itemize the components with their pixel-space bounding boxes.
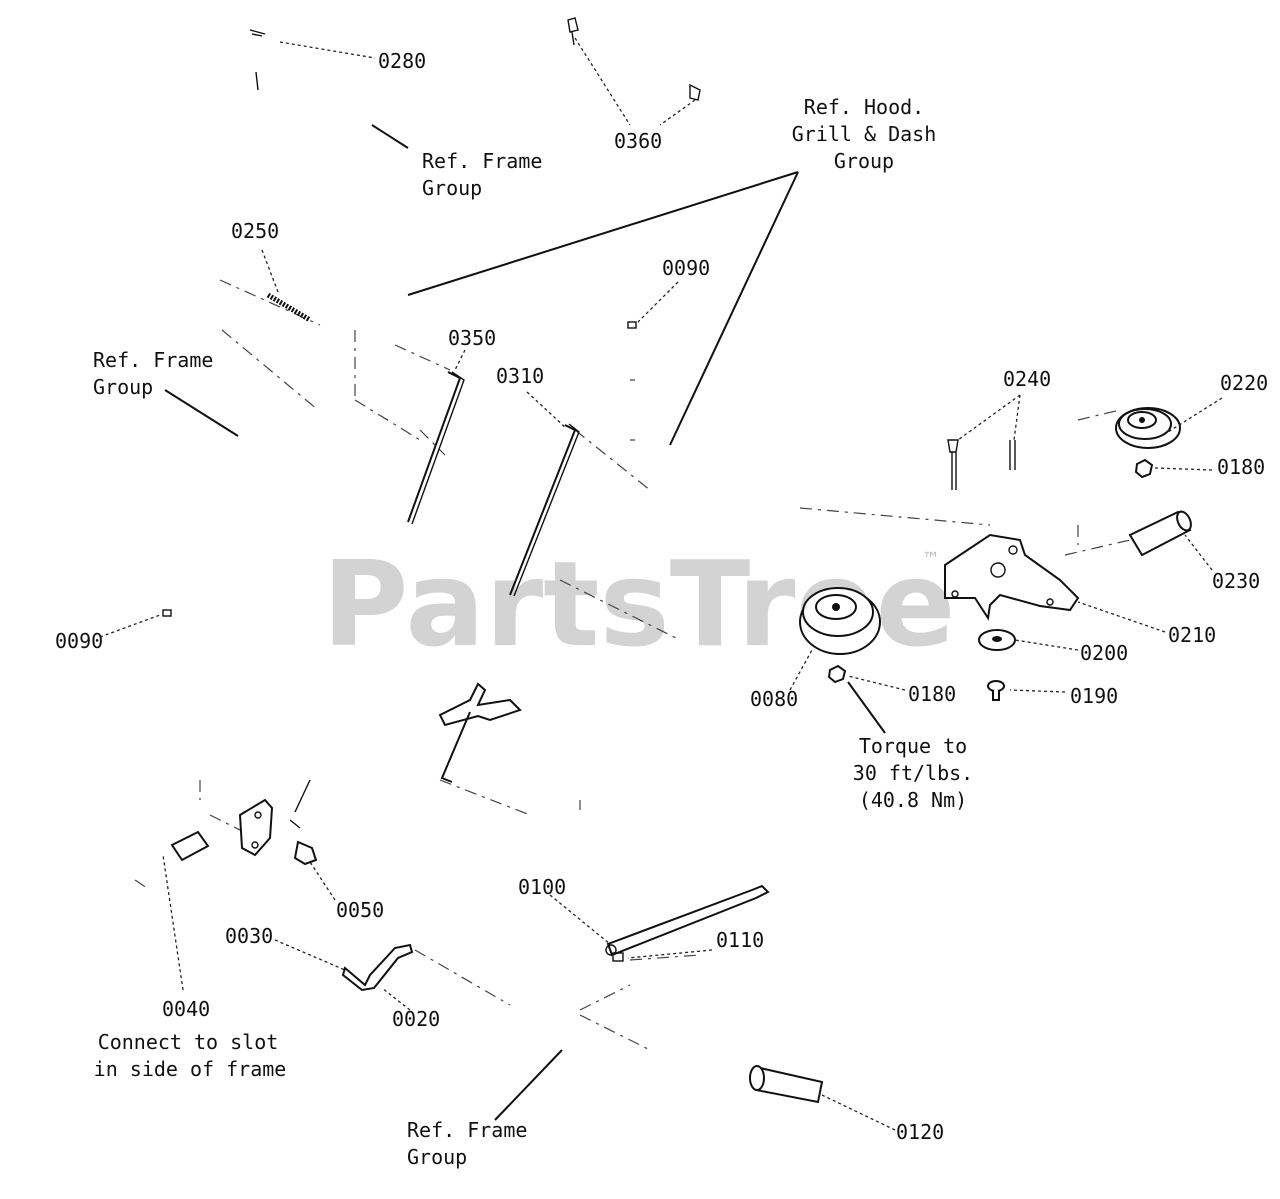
part-labels: 0280 0360 0250 0090 0350 0310 0240 0220 …	[55, 49, 1268, 1144]
part-0280-screw	[249, 29, 266, 91]
part-0110-pin	[612, 952, 624, 962]
svg-text:Ref. Frame: Ref. Frame	[422, 149, 542, 173]
svg-text:Torque to: Torque to	[859, 734, 967, 758]
part-0220-pulley	[1115, 407, 1181, 449]
part-0090-nut-upper	[627, 321, 637, 329]
svg-text:Group: Group	[834, 149, 894, 173]
label-0250: 0250	[231, 219, 279, 243]
label-0050: 0050	[336, 898, 384, 922]
part-0100-rod	[605, 884, 770, 957]
label-0310: 0310	[496, 364, 544, 388]
part-0230-sleeve	[1128, 510, 1192, 557]
svg-text:in side of frame: in side of frame	[94, 1057, 287, 1081]
svg-text:Connect to slot: Connect to slot	[98, 1030, 279, 1054]
label-0200: 0200	[1080, 641, 1128, 665]
label-0080: 0080	[750, 687, 798, 711]
label-0180-lower: 0180	[908, 682, 956, 706]
part-0360-bolts	[567, 17, 701, 101]
part-0190-bolt	[987, 680, 1005, 701]
svg-text:Ref. Hood.: Ref. Hood.	[804, 95, 924, 119]
svg-text:Group: Group	[93, 375, 153, 399]
part-0180-nut-lower	[827, 664, 847, 684]
label-0110: 0110	[716, 928, 764, 952]
part-0240-bolts	[947, 439, 1016, 490]
note-ref-hood: Ref. Hood. Grill & Dash Group	[792, 95, 937, 173]
label-0030: 0030	[225, 924, 273, 948]
note-ref-frame-top: Ref. Frame Group	[422, 149, 542, 200]
part-0250-spring	[266, 292, 312, 323]
svg-text:30 ft/lbs.: 30 ft/lbs.	[853, 761, 973, 785]
label-0280: 0280	[378, 49, 426, 73]
label-0220: 0220	[1220, 371, 1268, 395]
watermark-trademark: ™	[922, 549, 940, 570]
label-0240: 0240	[1003, 367, 1051, 391]
svg-text:Group: Group	[422, 176, 482, 200]
svg-text:Group: Group	[407, 1145, 467, 1169]
part-linkage-center	[438, 682, 522, 783]
leader-lines	[99, 37, 1223, 1131]
label-0090-upper: 0090	[662, 256, 710, 280]
label-0360: 0360	[614, 129, 662, 153]
label-0230: 0230	[1212, 569, 1260, 593]
reference-lines	[164, 124, 886, 1121]
part-0090-nut-lower	[162, 609, 172, 617]
label-0180-upper: 0180	[1217, 455, 1265, 479]
part-0020-crank	[341, 943, 414, 992]
label-0040: 0040	[162, 997, 210, 1021]
note-connect-slot: Connect to slot in side of frame	[94, 1030, 287, 1081]
label-0120: 0120	[896, 1120, 944, 1144]
part-0200-washer	[978, 629, 1016, 651]
label-0090-lower: 0090	[55, 629, 103, 653]
label-0100: 0100	[518, 875, 566, 899]
label-0190: 0190	[1070, 684, 1118, 708]
svg-text:Ref. Frame: Ref. Frame	[407, 1118, 527, 1142]
part-0210-bracket	[944, 533, 1080, 621]
note-ref-frame-left: Ref. Frame Group	[93, 348, 213, 399]
svg-text:(40.8 Nm): (40.8 Nm)	[859, 788, 967, 812]
label-0350: 0350	[448, 326, 496, 350]
part-0310-rod	[509, 423, 580, 597]
part-0120-grip	[749, 1065, 824, 1104]
svg-text:Ref. Frame: Ref. Frame	[93, 348, 213, 372]
part-0180-nut-upper	[1134, 458, 1154, 479]
part-0050-pin	[238, 779, 318, 866]
part-0350-rod	[407, 371, 465, 525]
label-0020: 0020	[392, 1007, 440, 1031]
label-0210: 0210	[1168, 623, 1216, 647]
part-0040-sleeve	[170, 830, 210, 862]
note-ref-frame-bottom: Ref. Frame Group	[407, 1118, 527, 1169]
note-torque: Torque to 30 ft/lbs. (40.8 Nm)	[853, 734, 973, 812]
svg-text:Grill & Dash: Grill & Dash	[792, 122, 937, 146]
part-0080-pulley	[799, 587, 881, 655]
